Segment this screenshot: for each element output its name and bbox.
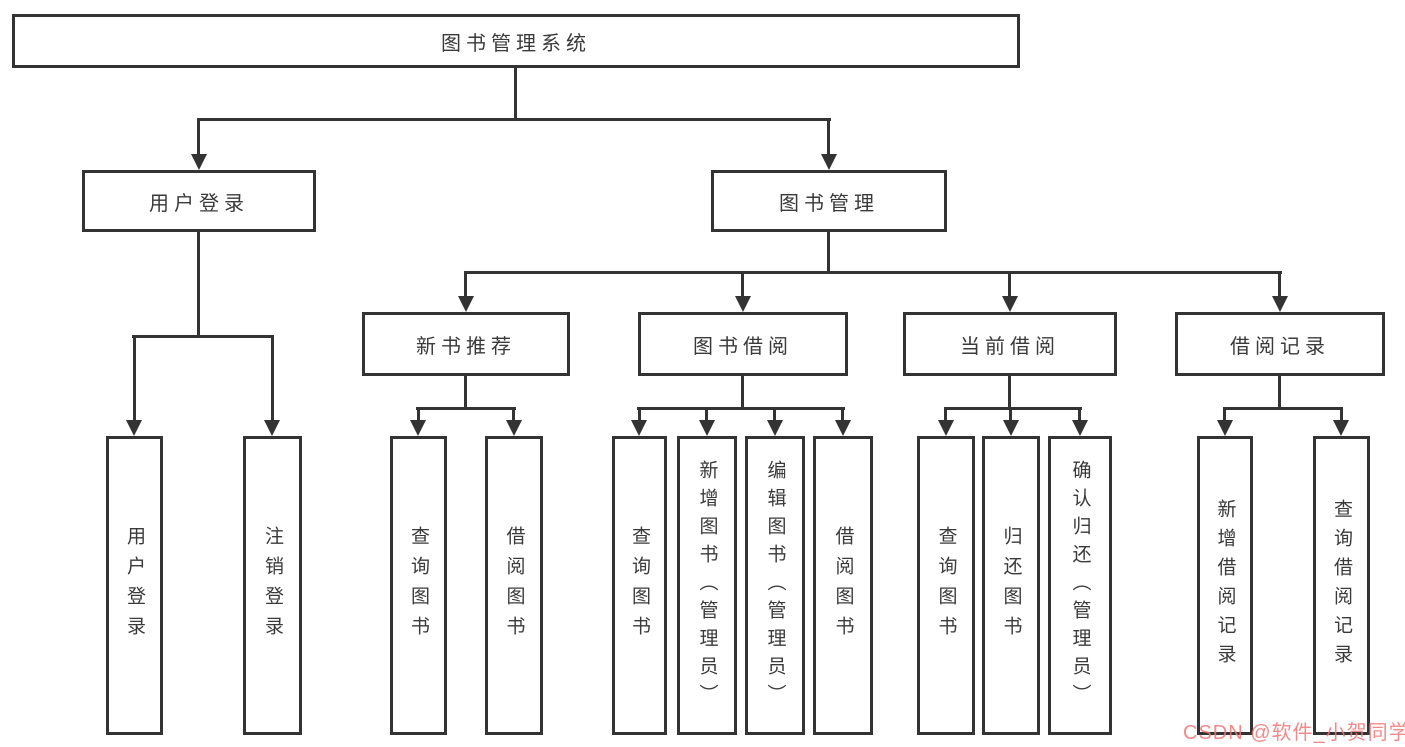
connector-drop-cb-query xyxy=(944,407,947,424)
connector-drop-nbr-query xyxy=(417,407,420,424)
connector-drop-book-management xyxy=(827,118,830,158)
connector-drop-book-borrow xyxy=(741,271,744,299)
leaf-cb-query-book-label: 查询图书 xyxy=(935,525,957,646)
connector-drop-bb-query xyxy=(638,407,641,424)
arrowhead-leaf-logout xyxy=(264,420,280,436)
arrowhead-current-borrow xyxy=(1002,296,1018,312)
arrowhead-nbr-borrow xyxy=(506,420,522,436)
node-book-borrow: 图书借阅 xyxy=(638,312,848,376)
leaf-br-query-record: 查询借阅记录 xyxy=(1313,436,1370,735)
leaf-cb-confirm-return-admin-label: 确认归还（管理员） xyxy=(1069,459,1091,712)
leaf-nbr-query-book: 查询图书 xyxy=(390,436,447,735)
leaf-br-add-record: 新增借阅记录 xyxy=(1197,436,1253,735)
node-current-borrow-label: 当前借阅 xyxy=(960,335,1060,358)
arrowhead-nbr-query xyxy=(410,420,426,436)
arrowhead-cb-query xyxy=(938,420,954,436)
connector-user-login-stem xyxy=(197,232,200,338)
connector-nbr-hline xyxy=(416,407,516,410)
arrowhead-borrow-record xyxy=(1272,296,1288,312)
connector-cb-hline xyxy=(944,407,1082,410)
connector-drop-leaf-logout xyxy=(271,335,274,423)
node-root-label: 图书管理系统 xyxy=(441,32,591,55)
connector-drop-nbr-borrow xyxy=(512,407,515,424)
arrowhead-bb-add xyxy=(699,420,715,436)
arrowhead-book-management xyxy=(821,154,837,170)
connector-drop-bb-add xyxy=(705,407,708,424)
arrowhead-book-borrow xyxy=(735,296,751,312)
csdn-watermark: CSDN @软件_小贺同学 xyxy=(1183,722,1405,744)
connector-drop-leaf-user-login xyxy=(133,335,136,423)
arrowhead-br-query xyxy=(1333,420,1349,436)
node-new-book-recommend: 新书推荐 xyxy=(362,312,570,376)
leaf-bb-borrow-book: 借阅图书 xyxy=(813,436,873,735)
leaf-bb-borrow-book-label: 借阅图书 xyxy=(832,525,854,646)
leaf-nbr-borrow-book-label: 借阅图书 xyxy=(503,525,525,646)
leaf-nbr-borrow-book: 借阅图书 xyxy=(485,436,543,735)
leaf-cb-return-book-label: 归还图书 xyxy=(1000,525,1022,646)
connector-drop-current-borrow xyxy=(1008,271,1011,299)
leaf-nbr-query-book-label: 查询图书 xyxy=(408,525,429,646)
arrowhead-cb-return xyxy=(1003,420,1019,436)
connector-root-hline xyxy=(197,118,831,121)
leaf-logout-login-label: 注销登录 xyxy=(262,525,283,646)
leaf-br-query-record-label: 查询借阅记录 xyxy=(1331,498,1352,673)
connector-drop-new-book-recommend xyxy=(464,271,467,299)
arrowhead-bb-edit xyxy=(767,420,783,436)
connector-bb-stem xyxy=(741,376,744,410)
connector-root-stem xyxy=(514,68,517,121)
leaf-user-login: 用户登录 xyxy=(106,436,163,735)
connector-drop-br-add xyxy=(1223,407,1226,424)
connector-drop-borrow-record xyxy=(1278,271,1281,299)
connector-br-hline xyxy=(1223,407,1343,410)
node-borrow-record: 借阅记录 xyxy=(1175,312,1385,376)
node-user-login: 用户登录 xyxy=(82,170,316,232)
arrowhead-bb-borrow xyxy=(835,420,851,436)
arrowhead-user-login xyxy=(191,154,207,170)
connector-cb-stem xyxy=(1008,376,1011,410)
leaf-cb-query-book: 查询图书 xyxy=(917,436,975,735)
node-root: 图书管理系统 xyxy=(12,14,1020,68)
node-user-login-label: 用户登录 xyxy=(149,192,249,215)
node-current-borrow: 当前借阅 xyxy=(903,312,1117,376)
connector-drop-bb-edit xyxy=(773,407,776,424)
leaf-bb-edit-book-admin: 编辑图书（管理员） xyxy=(745,436,805,735)
leaf-bb-add-book-admin: 新增图书（管理员） xyxy=(677,436,737,735)
node-book-management: 图书管理 xyxy=(711,170,947,232)
leaf-user-login-label: 用户登录 xyxy=(124,525,145,646)
leaf-logout-login: 注销登录 xyxy=(243,436,302,735)
connector-drop-bb-borrow xyxy=(841,407,844,424)
leaf-bb-query-book-label: 查询图书 xyxy=(629,525,650,646)
connector-drop-user-login xyxy=(197,118,200,158)
arrowhead-new-book-recommend xyxy=(458,296,474,312)
leaf-bb-query-book: 查询图书 xyxy=(612,436,667,735)
connector-br-stem xyxy=(1278,376,1281,410)
leaf-br-add-record-label: 新增借阅记录 xyxy=(1214,498,1236,673)
leaf-bb-edit-book-admin-label: 编辑图书（管理员） xyxy=(764,459,786,712)
connector-user-login-hline xyxy=(132,335,274,338)
node-new-book-recommend-label: 新书推荐 xyxy=(416,335,516,358)
connector-drop-br-query xyxy=(1340,407,1343,424)
node-book-borrow-label: 图书借阅 xyxy=(693,335,793,358)
connector-book-management-hline xyxy=(464,271,1282,274)
node-borrow-record-label: 借阅记录 xyxy=(1230,335,1330,358)
arrowhead-cb-confirm xyxy=(1072,420,1088,436)
arrowhead-leaf-user-login xyxy=(126,420,142,436)
connector-nbr-stem xyxy=(464,376,467,410)
arrowhead-bb-query xyxy=(631,420,647,436)
connector-book-management-stem xyxy=(827,232,830,274)
leaf-cb-return-book: 归还图书 xyxy=(982,436,1040,735)
leaf-bb-add-book-admin-label: 新增图书（管理员） xyxy=(696,459,718,712)
connector-drop-cb-return xyxy=(1009,407,1012,424)
connector-drop-cb-confirm xyxy=(1078,407,1081,424)
leaf-cb-confirm-return-admin: 确认归还（管理员） xyxy=(1048,436,1112,735)
connector-bb-hline xyxy=(637,407,845,410)
arrowhead-br-add xyxy=(1217,420,1233,436)
node-book-management-label: 图书管理 xyxy=(779,192,879,215)
